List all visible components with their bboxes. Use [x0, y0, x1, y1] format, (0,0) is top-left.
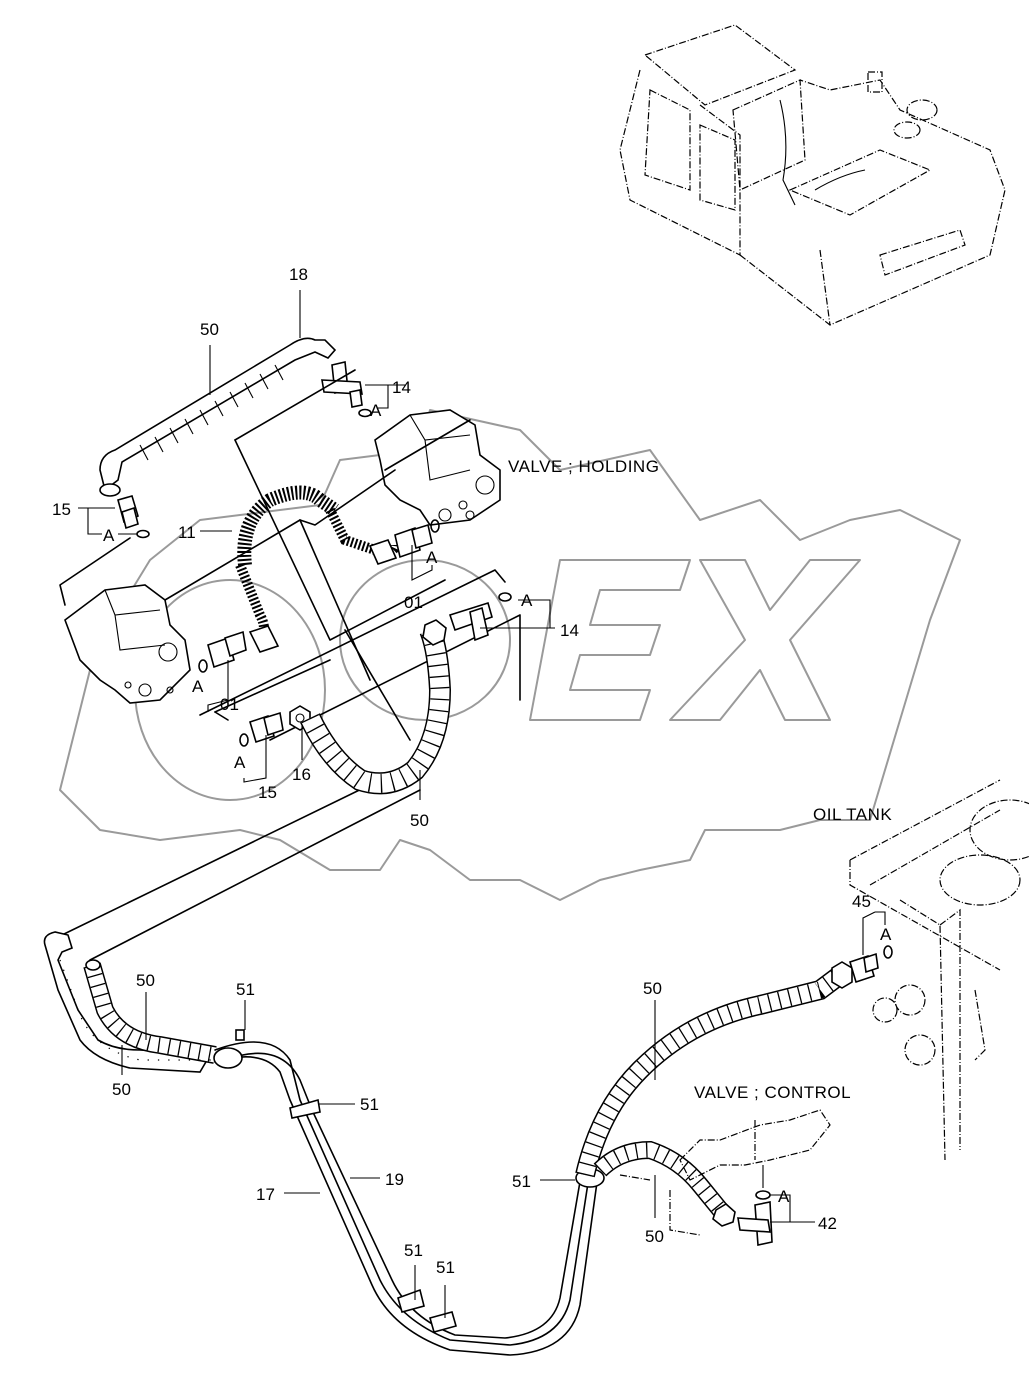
- caption-holding-valve: VALVE ; HOLDING: [508, 457, 659, 476]
- caption-control-valve: VALVE ; CONTROL: [694, 1083, 851, 1102]
- callout-11[interactable]: 11: [178, 523, 196, 542]
- callout-50-mid[interactable]: 50: [410, 811, 429, 830]
- callout-17[interactable]: 17: [256, 1185, 275, 1204]
- watermark-letter-p-bowl: [339, 559, 511, 721]
- callout-51-right[interactable]: 51: [512, 1172, 531, 1191]
- o-ring: [198, 659, 208, 673]
- watermark-letter-x: [669, 559, 861, 721]
- callout-leaders: [78, 290, 886, 1318]
- callout-18[interactable]: 18: [289, 265, 308, 284]
- assembly-leader-lines: [59, 369, 521, 961]
- callout-50-left-upper[interactable]: 50: [136, 971, 155, 990]
- callout-51-bottom-a[interactable]: 51: [404, 1241, 423, 1260]
- part-50-spiral-hose-right[interactable]: [575, 961, 853, 1178]
- part-50-spiral-hose-control[interactable]: [593, 1140, 736, 1227]
- caption-oil-tank: OIL TANK: [813, 805, 892, 824]
- watermark-gear-outline: [59, 409, 961, 901]
- seal-marker-a: A: [778, 1187, 790, 1206]
- o-ring: [239, 733, 249, 747]
- control-valve-illustration: [619, 1109, 831, 1236]
- part-51-clamp-bottom-b[interactable]: [429, 1311, 457, 1333]
- callout-45[interactable]: 45: [852, 892, 871, 911]
- callout-01-right[interactable]: 01: [404, 593, 423, 612]
- seal-marker-a: A: [880, 925, 892, 944]
- o-ring: [358, 408, 372, 418]
- oil-tank-illustration: [849, 779, 1029, 1161]
- callout-50-left-lower[interactable]: 50: [112, 1080, 131, 1099]
- seal-marker-a: A: [192, 677, 204, 696]
- o-ring: [136, 529, 150, 539]
- holding-valve-lower[interactable]: [64, 584, 191, 704]
- part-51-clamp-bottom-a[interactable]: [397, 1288, 425, 1313]
- callout-16[interactable]: 16: [292, 765, 311, 784]
- seal-marker-a: A: [103, 526, 115, 545]
- callout-15-bottom[interactable]: 15: [258, 783, 277, 802]
- holding-valve-upper[interactable]: [374, 409, 501, 526]
- part-15-adapter-lower[interactable]: [239, 711, 284, 747]
- callout-14-top[interactable]: 14: [392, 378, 411, 397]
- part-01-adapter-right[interactable]: [394, 519, 440, 559]
- seal-marker-a: A: [426, 548, 438, 567]
- o-ring: [755, 1190, 771, 1200]
- callout-50-right-lower[interactable]: 50: [645, 1227, 664, 1246]
- part-15-adapter-upper[interactable]: [117, 495, 150, 539]
- o-ring: [430, 519, 440, 533]
- watermark-letter-e: [529, 559, 691, 721]
- callout-50-top[interactable]: 50: [200, 320, 219, 339]
- part-51-clamp-top[interactable]: [213, 1029, 245, 1069]
- excavator-overview-illustration: [619, 24, 1006, 326]
- part-11-corrugated-hose[interactable]: [235, 485, 400, 653]
- callout-51-top[interactable]: 51: [236, 980, 255, 999]
- callout-42[interactable]: 42: [818, 1214, 837, 1233]
- callout-50-right-upper[interactable]: 50: [643, 979, 662, 998]
- part-17-19-pipes[interactable]: [214, 1041, 599, 1356]
- part-01-adapter-left[interactable]: [198, 630, 247, 673]
- part-14-tee-mid[interactable]: [448, 592, 512, 642]
- callout-51-bottom-b[interactable]: 51: [436, 1258, 455, 1277]
- part-18-hose-assembly[interactable]: [99, 337, 337, 497]
- seal-marker-a: A: [234, 753, 246, 772]
- o-ring: [883, 945, 893, 959]
- callout-labels: 18 50 14 A 15 A 11 01 A A 14 A 01 A 16 1…: [52, 265, 892, 1277]
- callout-01-left[interactable]: 01: [220, 695, 239, 714]
- part-45-adapter[interactable]: [849, 945, 893, 984]
- part-51-clamp-mid[interactable]: [289, 1098, 321, 1119]
- part-50-spiral-hose-left[interactable]: [43, 931, 217, 1073]
- callout-15-left[interactable]: 15: [52, 500, 71, 519]
- part-14-tee-upper[interactable]: [321, 361, 372, 418]
- part-50-spiral-hose-mid[interactable]: [300, 619, 452, 795]
- part-42-tee[interactable]: [737, 1190, 773, 1246]
- o-ring: [498, 592, 512, 602]
- seal-marker-a: A: [521, 591, 533, 610]
- callout-51-mid[interactable]: 51: [360, 1095, 379, 1114]
- watermark-logo: [59, 409, 961, 901]
- callout-14-mid[interactable]: 14: [560, 621, 579, 640]
- seal-marker-a: A: [370, 401, 382, 420]
- callout-19[interactable]: 19: [385, 1170, 404, 1189]
